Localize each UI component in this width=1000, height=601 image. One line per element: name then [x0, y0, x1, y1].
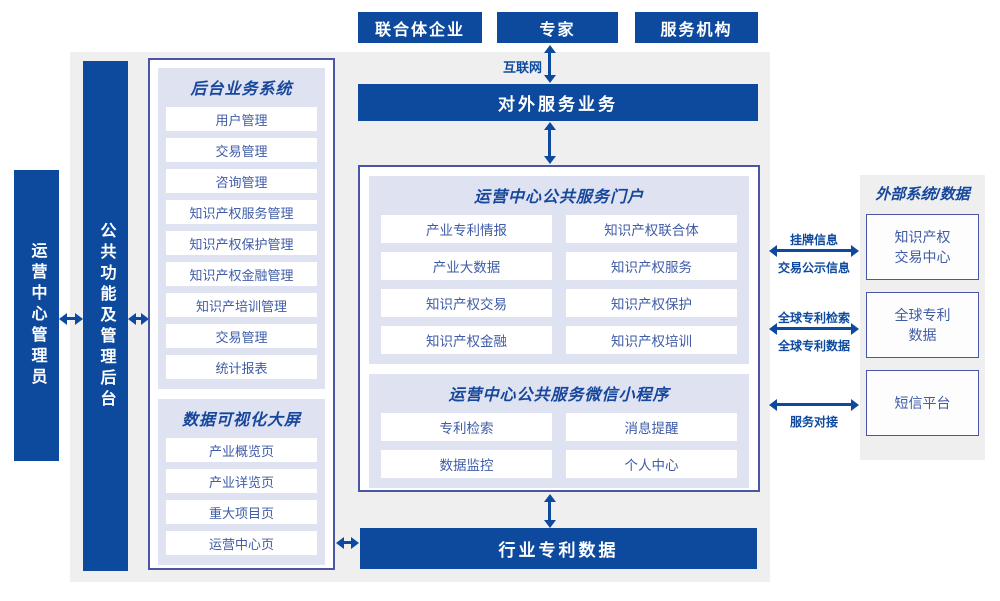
visualization-item: 运营中心页: [166, 531, 317, 555]
actor-service-agencies: 服务机构: [635, 12, 758, 43]
portal-items: 产业专利情报知识产权联合体产业大数据知识产权服务知识产权交易知识产权保护知识产权…: [381, 215, 737, 354]
miniprogram-items: 专利检索消息提醒数据监控个人中心: [381, 413, 737, 478]
backend-system-items: 用户管理交易管理咨询管理知识产权服务管理知识产权保护管理知识产权金融管理知识产培…: [166, 107, 317, 379]
miniprogram-item: 专利检索: [381, 413, 552, 441]
industry-patent-data-bar: 行业专利数据: [360, 528, 757, 569]
portal-item: 产业专利情报: [381, 215, 552, 243]
internet-label: 互联网: [502, 60, 542, 75]
arrow-global-patent-icon: [769, 322, 859, 335]
external-systems-title: 外部系统/数据: [875, 186, 970, 203]
link-listing-info-label: 挂牌信息: [789, 233, 838, 247]
arrow-internet-icon: [543, 45, 556, 83]
visualization-item: 重大项目页: [166, 500, 317, 524]
miniprogram-item: 个人中心: [566, 450, 737, 478]
backend-item: 知识产培训管理: [166, 293, 317, 317]
arrow-visualization-to-industry-icon: [336, 536, 359, 549]
operations-admin-bar: 运营中心管理员: [14, 170, 59, 461]
external-system-box: 短信平台: [866, 370, 979, 436]
visualization-item: 产业概览页: [166, 438, 317, 462]
miniprogram-panel: 运营中心公共服务微信小程序 专利检索消息提醒数据监控个人中心: [369, 374, 749, 488]
external-systems-boxes: 知识产权 交易中心 全球专利 数据 短信平台: [866, 214, 979, 436]
portal-item: 产业大数据: [381, 252, 552, 280]
arrow-sms-platform-icon: [769, 398, 859, 411]
backend-item: 咨询管理: [166, 169, 317, 193]
portal-item: 知识产权金融: [381, 326, 552, 354]
arrow-admin-to-backend-icon: [59, 312, 83, 325]
external-system-line2: 交易中心: [894, 249, 951, 265]
backend-item: 知识产权金融管理: [166, 262, 317, 286]
external-system-line1: 全球专利: [894, 306, 951, 323]
arrow-trading-center-icon: [769, 244, 859, 257]
backend-item: 知识产权服务管理: [166, 200, 317, 224]
public-service-container: 运营中心公共服务门户 产业专利情报知识产权联合体产业大数据知识产权服务知识产权交…: [358, 165, 760, 492]
backend-visualization-container: 后台业务系统 用户管理交易管理咨询管理知识产权服务管理知识产权保护管理知识产权金…: [148, 58, 335, 570]
link-global-patent-data-label: 全球专利数据: [777, 339, 850, 353]
arrow-service-to-portal-icon: [543, 122, 556, 164]
miniprogram-item: 数据监控: [381, 450, 552, 478]
portal-title: 运营中心公共服务门户: [473, 189, 644, 206]
backend-item: 交易管理: [166, 138, 317, 162]
external-system-line1: 知识产权: [894, 228, 951, 245]
backend-item: 知识产权保护管理: [166, 231, 317, 255]
actor-consortium-enterprises: 联合体企业: [358, 12, 482, 43]
external-system-line1: 短信平台: [894, 394, 951, 411]
external-system-box: 全球专利 数据: [866, 292, 979, 358]
portal-item: 知识产权服务: [566, 252, 737, 280]
external-system-line2: 数据: [908, 327, 937, 343]
portal-panel: 运营中心公共服务门户 产业专利情报知识产权联合体产业大数据知识产权服务知识产权交…: [369, 176, 749, 364]
visualization-title: 数据可视化大屏: [181, 412, 301, 429]
miniprogram-item: 消息提醒: [566, 413, 737, 441]
arrow-portal-to-industry-icon: [543, 494, 556, 528]
backend-item: 交易管理: [166, 324, 317, 348]
miniprogram-title: 运营中心公共服务微信小程序: [448, 387, 670, 404]
public-function-backend-bar: 公共功能及管理后台: [83, 61, 128, 571]
link-trade-publicity-label: 交易公示信息: [777, 261, 850, 275]
portal-item: 知识产权保护: [566, 289, 737, 317]
link-global-patent-search-label: 全球专利检索: [777, 311, 850, 325]
arrow-backend-to-system-icon: [128, 312, 149, 325]
external-systems-panel: 外部系统/数据 知识产权 交易中心 全球专利 数据 短信平台: [860, 175, 985, 460]
portal-item: 知识产权联合体: [566, 215, 737, 243]
portal-item: 知识产权培训: [566, 326, 737, 354]
backend-item: 用户管理: [166, 107, 317, 131]
visualization-item: 产业详览页: [166, 469, 317, 493]
external-system-box: 知识产权 交易中心: [866, 214, 979, 280]
external-service-bar: 对外服务业务: [358, 84, 758, 121]
link-service-docking-label: 服务对接: [789, 415, 838, 429]
actor-experts: 专家: [497, 12, 618, 43]
visualization-items: 产业概览页产业详览页重大项目页运营中心页: [166, 438, 317, 555]
visualization-panel: 数据可视化大屏 产业概览页产业详览页重大项目页运营中心页: [158, 399, 325, 565]
backend-system-title: 后台业务系统: [190, 81, 293, 98]
portal-item: 知识产权交易: [381, 289, 552, 317]
backend-system-panel: 后台业务系统 用户管理交易管理咨询管理知识产权服务管理知识产权保护管理知识产权金…: [158, 68, 325, 389]
backend-item: 统计报表: [166, 355, 317, 379]
